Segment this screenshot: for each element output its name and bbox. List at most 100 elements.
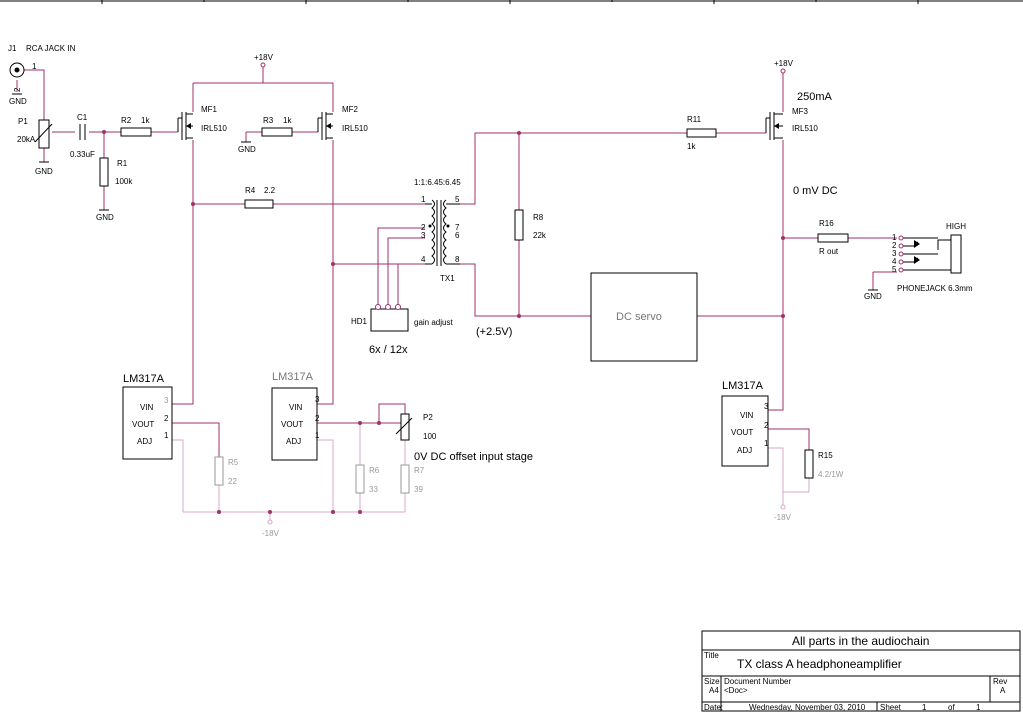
tx1-pin6: 6	[455, 231, 460, 240]
phone-jack: HIGH 1 2 3 4 5 PHONEJACK 6.3mm GND	[864, 222, 973, 301]
resistor-r1: R1 100k GND	[96, 157, 133, 222]
r11-value: 1k	[687, 142, 696, 151]
mf1-part: IRL510	[201, 124, 227, 133]
r5-value: 22	[228, 477, 237, 486]
j1-name: RCA JACK IN	[26, 44, 76, 53]
r16-value: R out	[819, 247, 839, 256]
reg3-p1: 1	[764, 439, 769, 448]
resistor-r2: R2 1k	[120, 116, 152, 137]
tb-heading: All parts in the audiochain	[792, 634, 929, 648]
tb-of-label: of	[948, 703, 955, 712]
dc-servo-block: DC servo	[590, 272, 698, 362]
tb-sheet-label: Sheet	[880, 703, 902, 712]
mosfet-mf2: MF2 IRL510	[317, 105, 368, 140]
resistor-r7: R7 39	[400, 464, 425, 494]
reg2-vin: VIN	[289, 403, 303, 412]
regulator-3: LM317A VIN VOUT ADJ 3 2 1	[721, 380, 769, 467]
rail-neg2-label: -18V	[774, 513, 792, 522]
r2-value: 1k	[141, 116, 150, 125]
r6-value: 33	[369, 485, 378, 494]
hd1-gain: 6x / 12x	[369, 344, 408, 356]
r8-ref: R8	[533, 213, 544, 222]
r1-value: 100k	[115, 177, 133, 186]
p2-ref: P2	[423, 413, 433, 422]
j1-pin2: 2	[13, 87, 22, 92]
jack-gnd: GND	[864, 292, 882, 301]
offset-note: 0V DC offset input stage	[414, 451, 533, 463]
tx1-pin2: 2	[421, 223, 426, 232]
title-block: All parts in the audiochain Title TX cla…	[701, 630, 1021, 712]
tx1-pin8: 8	[455, 255, 460, 264]
dc-output-note: 0 mV DC	[793, 185, 838, 197]
reg2-adj: ADJ	[286, 437, 301, 446]
reg3-p2: 2	[764, 421, 769, 430]
dc-servo-label: DC servo	[616, 311, 662, 323]
potentiometer-p2: P2 100	[395, 413, 437, 441]
reg2-p3: 3	[315, 395, 320, 404]
resistor-r16: R16 R out	[817, 219, 849, 256]
resistor-r3: R3 1k GND	[238, 116, 293, 154]
reg3-name: LM317A	[722, 380, 764, 392]
regulator-1: LM317A VIN VOUT ADJ 3 2 1	[122, 373, 173, 460]
tx1-ref: TX1	[440, 274, 455, 283]
r3-gnd: GND	[238, 145, 256, 154]
p1-ref: P1	[18, 117, 28, 126]
mosfet-mf1: MF1 IRL510	[177, 105, 227, 140]
reg1-p1: 1	[164, 431, 169, 440]
reg3-adj: ADJ	[737, 446, 752, 455]
potentiometer-p1: P1 20kA GND	[17, 117, 53, 176]
rail-pos-18v-1: +18V	[254, 53, 274, 68]
r8-value: 22k	[533, 231, 547, 240]
r11-ref: R11	[687, 115, 702, 124]
r6-ref: R6	[369, 466, 380, 475]
jack-high-label: HIGH	[946, 222, 966, 231]
transformer-tx1: 1:1:6.45:6.45 1 2 3 4 5 6 7 8 TX1	[414, 178, 461, 283]
resistor-r5: R5 22	[214, 456, 239, 486]
rail-pos2-label: +18V	[774, 59, 794, 68]
resistor-r15: R15 4.2/1W	[804, 449, 844, 479]
r1-ref: R1	[117, 159, 128, 168]
reg1-name: LM317A	[123, 373, 165, 385]
tb-doc-label: Document Number	[724, 677, 791, 686]
mf3-part: IRL510	[792, 124, 818, 133]
regulator-2: LM317A VIN VOUT ADJ 3 2 1	[271, 371, 320, 461]
j1-ref: J1	[8, 44, 17, 53]
reg1-vin: VIN	[140, 403, 154, 412]
reg3-vin: VIN	[740, 411, 754, 420]
sheet-border	[0, 0, 1023, 4]
rail-pos-18v-2: +18V	[774, 59, 794, 74]
c1-value: 0.33uF	[70, 150, 95, 159]
r4-value: 2.2	[264, 186, 276, 195]
tx1-ratio: 1:1:6.45:6.45	[414, 178, 461, 187]
hd1-ref: HD1	[351, 317, 368, 326]
tb-rev: A	[1000, 686, 1006, 695]
reg2-p2: 2	[315, 414, 320, 423]
tb-rev-label: Rev	[993, 677, 1007, 686]
reg2-vout: VOUT	[281, 420, 303, 429]
reg2-p1: 1	[315, 431, 320, 440]
jack-pin2: 2	[892, 241, 897, 250]
resistor-r6: R6 33	[355, 464, 380, 494]
jack-pin4: 4	[892, 257, 897, 266]
r15-ref: R15	[818, 451, 833, 460]
j1-pin1: 1	[32, 62, 37, 71]
jack-name: PHONEJACK 6.3mm	[897, 284, 973, 293]
r3-ref: R3	[263, 116, 274, 125]
rail-neg1-label: -18V	[262, 529, 280, 538]
rail-pos1-label: +18V	[254, 53, 274, 62]
reg1-vout: VOUT	[132, 420, 154, 429]
tb-sheet: 1	[922, 703, 927, 712]
tb-of: 1	[976, 703, 981, 712]
tx1-pin4: 4	[421, 255, 426, 264]
tb-title-label: Title	[704, 651, 719, 660]
tb-title: TX class A headphoneamplifier	[737, 657, 902, 671]
mf2-ref: MF2	[342, 105, 359, 114]
r15-value: 4.2/1W	[818, 470, 844, 479]
junction-dots	[102, 130, 785, 514]
mosfet-mf3: 250mA MF3 IRL510	[765, 91, 833, 140]
tb-size: A4	[709, 686, 719, 695]
p2-value: 100	[423, 432, 437, 441]
reg1-p3: 3	[164, 396, 169, 405]
r5-ref: R5	[228, 458, 239, 467]
rail-neg-18v-2: -18V	[774, 504, 792, 522]
